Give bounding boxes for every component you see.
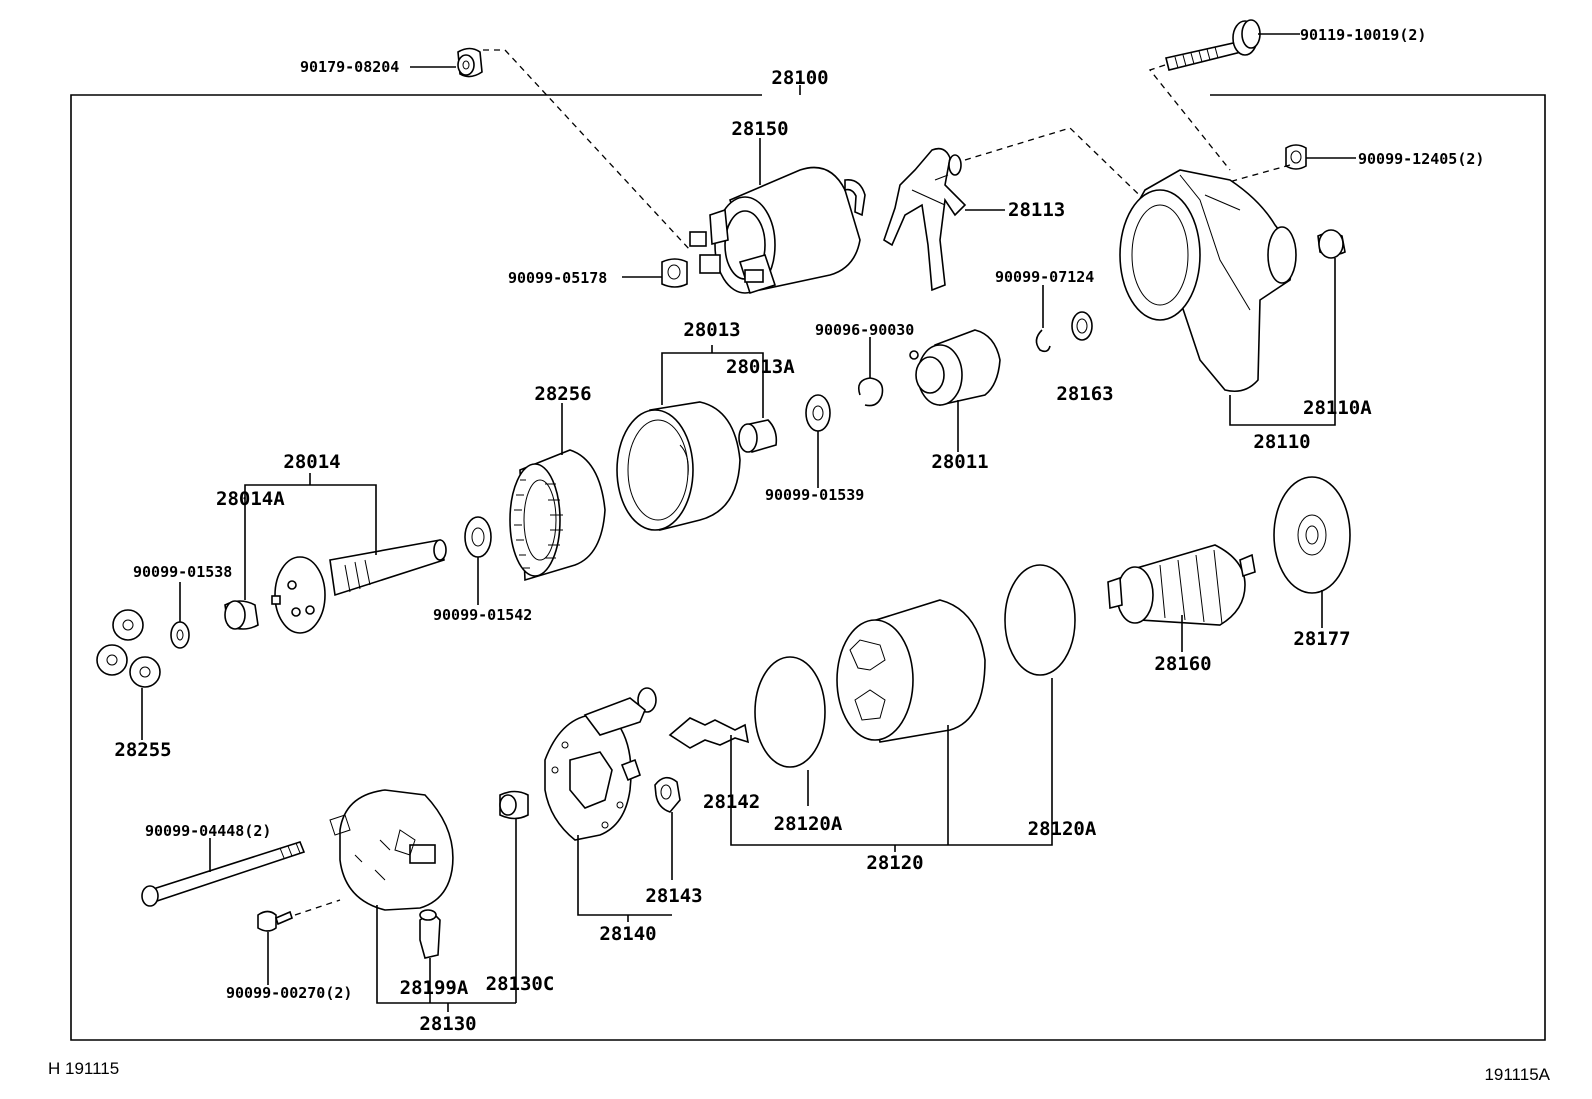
label-90119-10019: 90119-10019(2) [1300,26,1426,44]
bushing-28014A[interactable] [224,600,259,630]
label-90099-12405: 90099-12405(2) [1358,150,1484,168]
snap-ring-90096-90030[interactable] [857,377,884,407]
label-28013A: 28013A [726,356,795,378]
label-28120A-left: 28120A [774,813,843,835]
planetary-gear-28255[interactable] [96,609,161,688]
label-28143: 28143 [645,885,702,907]
label-28120: 28120 [866,852,923,874]
label-28150: 28150 [731,118,788,140]
label-90099-01539: 90099-01539 [765,486,864,504]
nut-90099-12405[interactable] [1285,144,1307,170]
nut-90099-05178[interactable] [661,258,688,288]
label-28199A: 28199A [400,977,469,999]
armature-28160[interactable] [1107,544,1256,626]
label-28160: 28160 [1154,653,1211,675]
label-28256: 28256 [534,383,591,405]
label-90096-90030: 90096-90030 [815,321,914,339]
through-bolt-90099-04448[interactable] [141,841,306,907]
clip-90099-07124[interactable] [1035,329,1051,353]
label-28163: 28163 [1056,383,1113,405]
label-90099-07124: 90099-07124 [995,268,1094,286]
washer-90099-01538[interactable] [170,621,190,649]
footer-right-code: 191115A [1484,1065,1550,1084]
footer-left-code: H 191115 [48,1059,119,1078]
planetary-shaft-28014[interactable] [271,539,447,634]
label-28130: 28130 [419,1013,476,1035]
label-28013: 28013 [683,319,740,341]
label-28177: 28177 [1293,628,1350,650]
label-90099-01542: 90099-01542 [433,606,532,624]
bushing-28013A[interactable] [738,419,778,453]
brush-28199A[interactable] [419,909,441,959]
label-28255: 28255 [114,739,171,761]
plate-28177[interactable] [1273,476,1351,594]
label-28140: 28140 [599,923,656,945]
bushing-28110A[interactable] [1317,229,1346,259]
assembly-label-28100: 28100 [771,67,828,89]
internal-gear-28256[interactable] [509,449,606,582]
washer-90099-01542[interactable] [464,516,492,558]
brush-spring-28142[interactable] [668,717,750,749]
brush-holder-28140[interactable] [544,687,657,841]
starter-clutch-28011[interactable] [909,329,1001,406]
solenoid-switch-28150[interactable] [689,166,866,295]
screw-90099-00270[interactable] [257,910,293,932]
bearing-28163[interactable] [1071,311,1093,341]
o-ring-28120A-right[interactable] [1004,564,1076,676]
label-28014A: 28014A [216,488,285,510]
label-28014: 28014 [283,451,340,473]
bushing-28130C[interactable] [499,790,529,820]
label-28142: 28142 [703,791,760,813]
label-28130C: 28130C [486,973,555,995]
label-90099-01538: 90099-01538 [133,563,232,581]
washer-90099-01539[interactable] [805,394,831,432]
label-90099-05178: 90099-05178 [508,269,607,287]
housing-28110[interactable] [1119,169,1297,393]
label-28110A: 28110A [1303,397,1372,419]
brush-28143[interactable] [654,776,681,813]
label-28120A-right: 28120A [1028,818,1097,840]
label-90099-04448: 90099-04448(2) [145,822,271,840]
center-bearing-housing-28013[interactable] [616,401,741,532]
label-28110: 28110 [1253,431,1310,453]
label-90179-08204: 90179-08204 [300,58,399,76]
field-frame-28120[interactable] [836,599,986,743]
nut-90179-08204[interactable] [457,47,483,78]
bolt-90119-10019[interactable] [1165,19,1261,71]
commutator-end-frame-28130[interactable] [329,789,454,911]
assembly-frame [70,85,1546,1041]
label-90099-00270: 90099-00270(2) [226,984,352,1002]
o-ring-28120A-left[interactable] [754,656,826,768]
drive-lever-28113[interactable] [883,147,967,292]
label-28113: 28113 [1008,199,1065,221]
label-28011: 28011 [931,451,988,473]
